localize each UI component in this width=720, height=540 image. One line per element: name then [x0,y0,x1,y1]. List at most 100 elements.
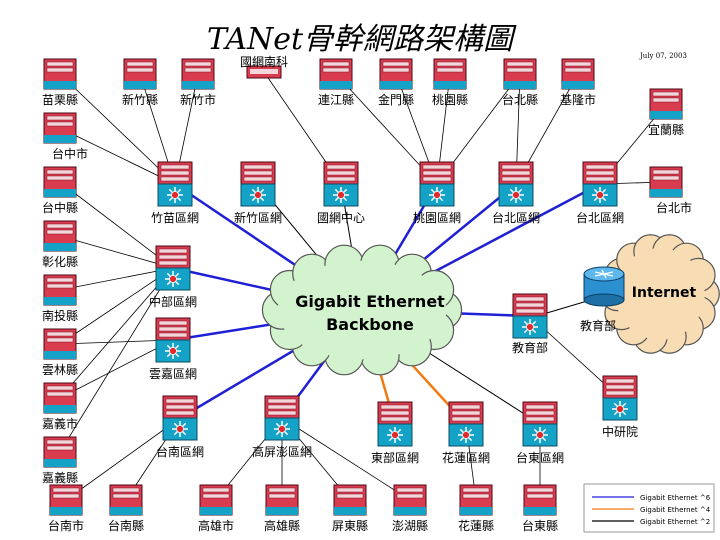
switch-front [44,405,76,413]
switch-slot [652,169,680,175]
switch-slot [422,176,452,182]
switch-core [616,405,624,413]
legend-label-2: Gigabit Ethernet ^2 [640,518,710,526]
switch-slot [46,229,74,235]
hub-label-center: 國網中心 [317,210,365,225]
leaf-label-taichung_s: 台中市 [52,146,88,161]
switch-slot [160,164,190,170]
link-chiayi_s-yunjia [59,339,174,399]
switch-front [124,81,156,89]
switch-slot [46,115,74,121]
diagram-title: TANet骨幹網路架構圖 [206,22,514,57]
leaf-label-keelung: 基隆市 [560,92,596,107]
hub-hsinchu-icon [240,161,276,207]
switch-slot [46,61,74,67]
leaf-label-taipei_s: 台北市 [656,200,692,215]
leaf-label-taoyuan_c: 桃園縣 [432,92,468,107]
switch-core [536,431,544,439]
legend-label-1: Gigabit Ethernet ^4 [640,506,711,514]
hub-zhongbu-icon [155,245,191,291]
switch-front [650,189,682,197]
switch-front [650,111,682,119]
switch-slot [46,277,74,283]
switch-front [44,297,76,305]
switch-slot [526,493,554,499]
hub-taitung-icon [522,401,558,447]
legend-label-0: Gigabit Ethernet ^6 [640,494,711,502]
leaf-hsinchu_c-icon [123,58,157,90]
switch-slot [422,170,452,176]
switch-slot [46,439,74,445]
leaf-changhua-icon [43,220,77,252]
leaf-taoyuan_c-icon [433,58,467,90]
hub-taoyuan-icon [419,161,455,207]
leaf-label-chiayi_s: 嘉義市 [42,416,78,431]
switch-core [512,191,520,199]
leaf-tainan_c-icon [109,484,143,516]
leaf-label-changhua: 彰化縣 [42,254,78,269]
cloud-fill [277,260,447,360]
switch-front [44,459,76,467]
switch-slot [46,283,74,289]
switch-front [504,81,536,89]
switch-front [380,81,412,89]
switch-core [169,275,177,283]
switch-front [524,507,556,515]
switch-slot [515,308,545,314]
switch-slot [564,61,592,67]
leaf-lianjiang-icon [319,58,353,90]
switch-slot [202,487,230,493]
switch-front [44,135,76,143]
switch-slot [52,493,80,499]
switch-slot [451,404,481,410]
switch-slot [184,61,212,67]
hub-tainan-icon [162,395,198,441]
leaf-label-pingtung: 屏東縣 [332,519,368,533]
link-nantou-zhongbu [59,267,174,291]
switch-slot [506,67,534,73]
hub-label-taitung: 台東區網 [516,450,564,465]
switch-front [182,81,214,89]
hub-label-hualien: 花蓮區網 [442,450,490,465]
leaf-label-kaohsiung_s: 高雄市 [198,518,234,533]
switch-slot [605,384,635,390]
moe-router-label: 教育部 [580,318,616,333]
internet-label: Internet [632,285,697,301]
switch-slot [422,164,452,170]
switch-slot [326,176,356,182]
switch-slot [326,170,356,176]
switch-slot [652,91,680,97]
switch-front [110,507,142,515]
switch-slot [158,248,188,254]
leaf-kinmen-icon [379,58,413,90]
switch-slot [501,170,531,176]
leaf-label-hualien_c: 花蓮縣 [458,518,494,533]
hub-dongbu-icon [377,401,413,447]
leaf-label-kaohsiung_c: 高雄縣 [264,518,300,533]
hub-gaoping-icon [264,395,300,441]
switch-core [391,431,399,439]
router-arrow [601,269,607,279]
leaf-taichung_s-icon [43,112,77,144]
moe-router-icon [583,266,625,307]
leaf-label-taipei_c: 台北縣 [502,92,538,107]
switch-slot [462,487,490,493]
hub-taipei1-icon [498,161,534,207]
switch-slot [165,398,195,404]
switch-slot [652,175,680,181]
switch-core [462,431,470,439]
leaf-nsc-icon [246,65,282,79]
hub-label-sinica: 中研院 [602,424,638,439]
hub-taipei2-icon [582,161,618,207]
switch-slot [396,487,424,493]
switch-slot [165,404,195,410]
switch-slot [436,67,464,73]
hub-zhumiao-icon [157,161,193,207]
switch-slot [526,487,554,493]
link-yunlin-yunjia [59,339,174,345]
switch-front [50,507,82,515]
switch-slot [525,416,555,422]
switch-slot [380,416,410,422]
switch-front [334,507,366,515]
switch-slot [322,61,350,67]
